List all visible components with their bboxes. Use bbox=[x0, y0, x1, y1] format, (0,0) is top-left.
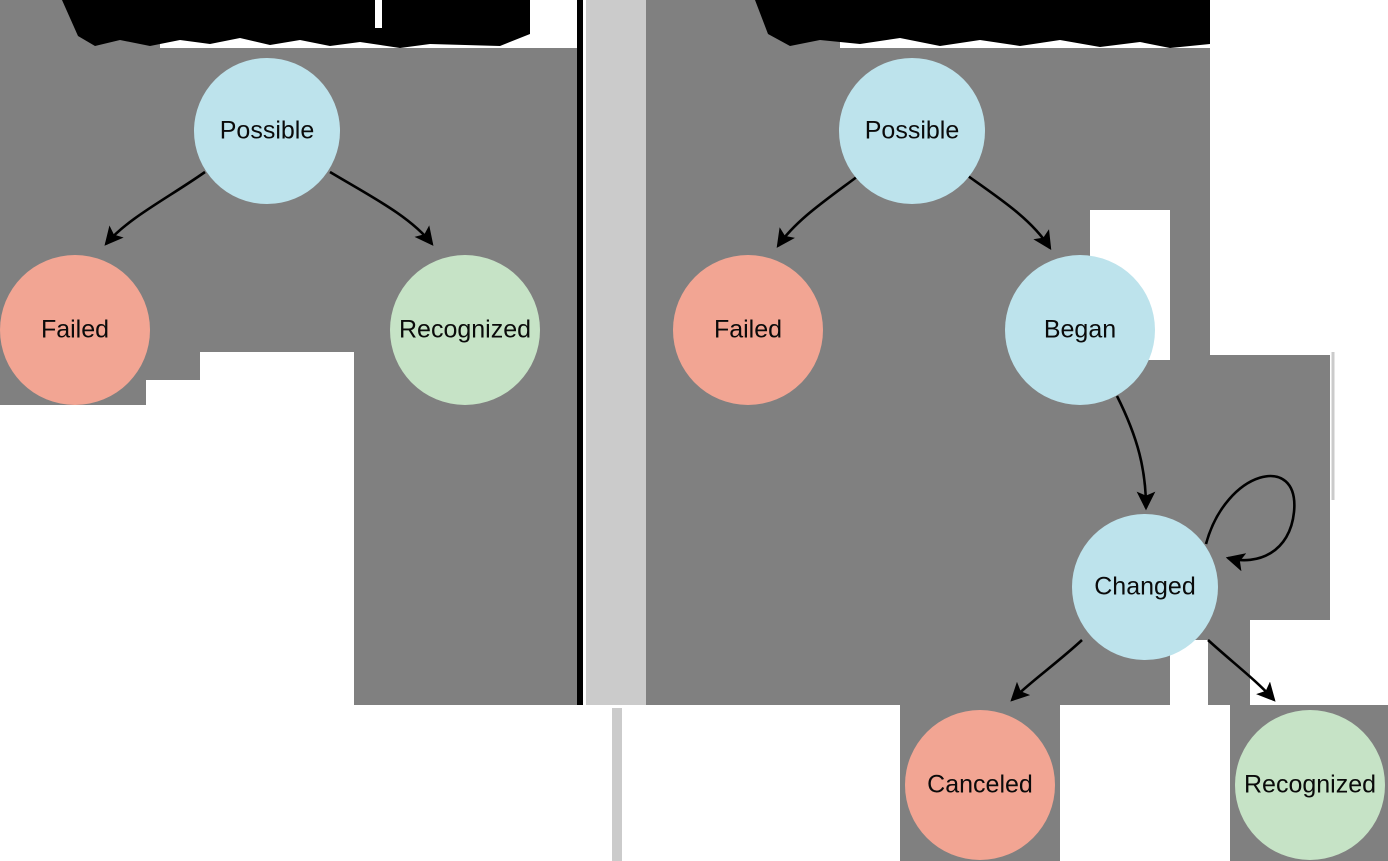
panel-continuous-nodes: Possible Failed Began Changed Canceled R… bbox=[673, 58, 1385, 860]
node-began-circle[interactable] bbox=[1005, 255, 1155, 405]
highlight-block-left-d bbox=[200, 210, 360, 352]
highlight-block-right-d bbox=[1208, 355, 1330, 705]
node-possible-2[interactable]: Possible bbox=[839, 58, 985, 204]
node-canceled[interactable]: Canceled bbox=[905, 710, 1055, 860]
title-band bbox=[62, 0, 1210, 48]
title-band-right bbox=[755, 0, 1210, 48]
node-failed-circle[interactable] bbox=[0, 255, 150, 405]
divider-lower-tick bbox=[612, 708, 622, 861]
node-recognized[interactable]: Recognized bbox=[390, 255, 540, 405]
node-recognized-circle[interactable] bbox=[390, 255, 540, 405]
node-recognized-2-label: Recognized bbox=[1244, 771, 1376, 799]
node-recognized-2[interactable]: Recognized bbox=[1235, 710, 1385, 860]
edge-possible2-to-failed2 bbox=[776, 174, 859, 248]
node-failed-2-label: Failed bbox=[714, 316, 782, 344]
node-recognized-2-circle[interactable] bbox=[1235, 710, 1385, 860]
edge-changed-to-canceled bbox=[1010, 639, 1083, 702]
node-failed-2[interactable]: Failed bbox=[673, 255, 823, 405]
highlight-block-right-g bbox=[1090, 48, 1210, 470]
title-band-left bbox=[62, 0, 530, 48]
node-failed-label: Failed bbox=[41, 316, 109, 344]
node-changed-circle[interactable] bbox=[1072, 514, 1218, 660]
node-recognized-label: Recognized bbox=[399, 316, 531, 344]
node-failed[interactable]: Failed bbox=[0, 255, 150, 405]
node-possible-2-label: Possible bbox=[865, 117, 960, 145]
edge-possible-to-recognized bbox=[329, 170, 434, 246]
node-possible-circle[interactable] bbox=[194, 58, 340, 204]
node-began[interactable]: Began bbox=[1005, 255, 1155, 405]
node-possible-label: Possible bbox=[220, 117, 315, 145]
node-changed-label: Changed bbox=[1094, 573, 1195, 601]
node-possible[interactable]: Possible bbox=[194, 58, 340, 204]
edge-possible-to-failed bbox=[104, 170, 206, 246]
node-canceled-circle[interactable] bbox=[905, 710, 1055, 860]
edges-discrete bbox=[104, 170, 434, 246]
node-changed[interactable]: Changed bbox=[1072, 514, 1218, 660]
node-failed-2-circle[interactable] bbox=[673, 255, 823, 405]
edge-possible2-to-began bbox=[967, 174, 1052, 250]
edge-changed-to-recognized2 bbox=[1207, 639, 1276, 702]
edge-changed-self-loop bbox=[1204, 474, 1296, 572]
edge-began-to-changed bbox=[1115, 395, 1156, 511]
node-possible-2-circle[interactable] bbox=[839, 58, 985, 204]
divider-band bbox=[586, 0, 646, 705]
edges-continuous bbox=[776, 174, 1296, 702]
node-canceled-label: Canceled bbox=[927, 771, 1033, 799]
node-began-label: Began bbox=[1044, 316, 1116, 344]
panel-discrete-nodes: Possible Failed Recognized bbox=[0, 58, 540, 405]
